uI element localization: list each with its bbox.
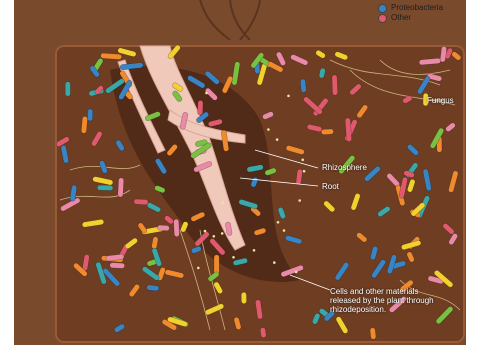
label-fungus: Fungus: [427, 96, 454, 105]
legend-item-proteobacteria: Proteobacteria: [378, 3, 443, 13]
rhizodeposit: [303, 170, 306, 173]
rhizodeposit: [221, 232, 224, 235]
rhizodeposit: [205, 92, 208, 95]
rhizodeposit: [232, 256, 235, 259]
bacterium: [241, 292, 246, 304]
legend-label: Other: [391, 13, 411, 23]
bacterium: [370, 327, 376, 339]
label-cells: Cells and other materials released by th…: [330, 287, 440, 314]
bacterium: [87, 109, 92, 121]
rhizodeposit: [221, 201, 224, 204]
bacterium: [110, 263, 125, 269]
rhizodeposit: [301, 159, 304, 162]
rhizodeposit: [287, 95, 290, 98]
label-root: Root: [322, 182, 339, 191]
rhizodeposit: [298, 199, 301, 202]
rhizodeposit: [197, 267, 200, 270]
bacterium: [65, 82, 70, 97]
bacterium: [100, 53, 121, 60]
rhizodeposit: [253, 249, 256, 252]
bacterium: [300, 79, 306, 93]
bacterium: [197, 100, 203, 115]
rhizodeposit: [267, 128, 270, 131]
label-rhizosphere: Rhizosphere: [322, 163, 367, 172]
bacterium: [173, 219, 179, 237]
rhizodeposit: [273, 261, 276, 264]
legend: Proteobacteria Other: [378, 3, 443, 23]
bacterium: [97, 185, 113, 190]
bacterium: [146, 285, 159, 291]
rhizodeposit: [277, 221, 280, 224]
legend-dot-icon: [378, 14, 387, 23]
rhizodeposit: [283, 229, 286, 232]
rhizodeposit: [204, 230, 207, 233]
rhizodeposit: [213, 235, 216, 238]
bacterium: [118, 178, 124, 197]
rhizodeposit: [295, 271, 298, 274]
rhizodeposit: [276, 138, 279, 141]
bacterium: [321, 129, 334, 135]
bacterium: [332, 75, 338, 95]
bacterium: [157, 225, 169, 231]
legend-item-other: Other: [378, 13, 443, 23]
bacterium: [134, 199, 149, 205]
legend-label: Proteobacteria: [391, 3, 443, 13]
legend-dot-icon: [378, 4, 387, 13]
